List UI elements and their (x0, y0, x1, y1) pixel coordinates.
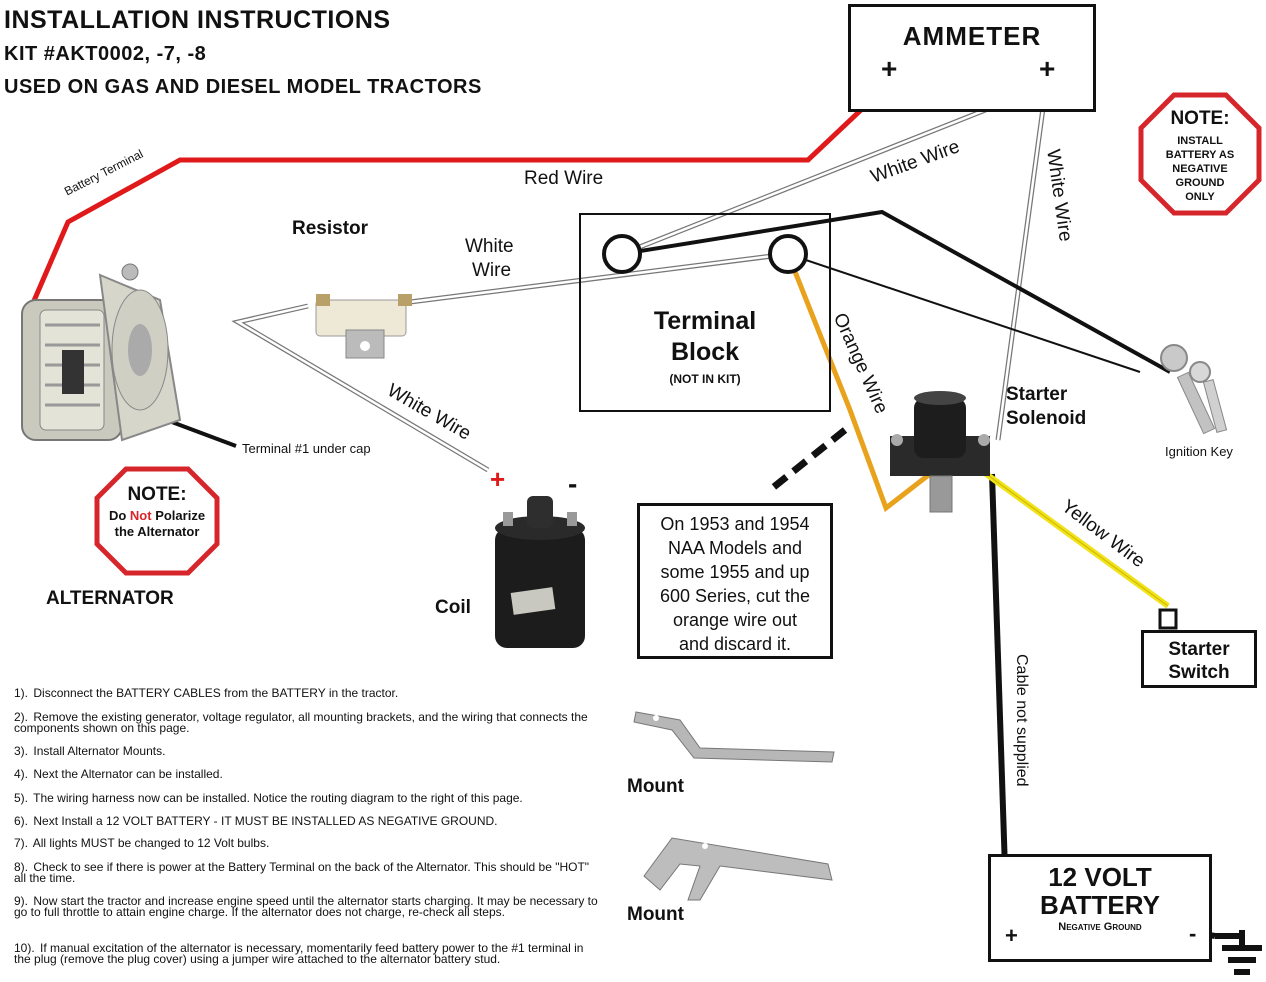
cable-not-supplied-label: Cable not supplied (1013, 654, 1030, 787)
starter-switch-terminal (1158, 608, 1178, 630)
terminal-post-left (602, 234, 642, 274)
step-3: 3). Install Alternator Mounts. (14, 744, 166, 758)
coil-plus: + (490, 464, 506, 494)
mount-label-2: Mount (627, 904, 684, 925)
starter-solenoid-label-1: Starter (1006, 384, 1068, 405)
step-6: 6). Next Install a 12 VOLT BATTERY - IT … (14, 814, 498, 828)
battery-ground-label: Negative Ground (1058, 921, 1142, 933)
step-4: 4). Next the Alternator can be installed… (14, 767, 223, 781)
ammeter-plus-right: + (1039, 53, 1056, 84)
step-7: 7). All lights MUST be changed to 12 Vol… (14, 836, 270, 850)
battery-note-body: INSTALL BATTERY AS NEGATIVE GROUND ONLY (1165, 135, 1235, 203)
starter-solenoid-label-2: Solenoid (1006, 408, 1087, 429)
red-wire (27, 90, 882, 311)
ammeter-box: AMMETER + + (848, 4, 1096, 112)
orange-wire-note: On 1953 and 1954 NAA Models and some 195… (637, 503, 833, 659)
alternator-note-title: NOTE: (127, 484, 187, 505)
kit-number: KIT #AKT0002, -7, -8 (4, 43, 207, 65)
terminal-block-box (579, 213, 831, 412)
alternator-image (21, 263, 182, 442)
white-wires (231, 83, 1049, 473)
alternator-note: NOTE: Do Not Polarize the Alternator (94, 466, 220, 576)
battery-plus: + (1005, 923, 1018, 948)
terminal-block-label: Terminal Block (653, 307, 757, 366)
coil-label: Coil (435, 597, 471, 618)
step-5: 5). The wiring harness now can be instal… (14, 791, 523, 805)
resistor-image (315, 294, 412, 359)
battery-label: 12 VOLT BATTERY (1040, 862, 1160, 920)
step-10: 10). If manual excitation of the alterna… (14, 941, 584, 966)
white-wire-resistor-label-2: Wire (472, 260, 512, 281)
alternator-note-line2: the Alternator (114, 524, 200, 539)
battery-note: NOTE: INSTALL BATTERY AS NEGATIVE GROUND… (1138, 92, 1262, 216)
step-1: 1). Disconnect the BATTERY CABLES from t… (14, 686, 399, 700)
step-8: 8). Check to see if there is power at th… (14, 860, 590, 885)
terminal-post-right (768, 234, 808, 274)
battery-note-title: NOTE: (1170, 108, 1230, 129)
solenoid-image (890, 391, 990, 513)
note-octagon-shape (94, 466, 220, 576)
white-wire-resistor-label-1: White (465, 236, 514, 257)
usage-line: USED ON GAS AND DIESEL MODEL TRACTORS (4, 76, 482, 98)
battery-minus: - (1189, 921, 1197, 946)
coil-minus: - (568, 468, 578, 499)
alternator-label: ALTERNATOR (46, 588, 174, 609)
red-wire-label: Red Wire (524, 168, 604, 189)
starter-switch-box: Starter Switch (1141, 630, 1257, 688)
cut-marker (767, 427, 848, 493)
resistor-label: Resistor (292, 218, 369, 239)
page-title: INSTALLATION INSTRUCTIONS (4, 6, 391, 34)
orange-wire (785, 253, 937, 513)
terminal-cap-label: Terminal #1 under cap (242, 441, 371, 456)
step-2: 2). Remove the existing generator, volta… (14, 710, 588, 735)
ground-symbol (1215, 930, 1262, 975)
step-9: 9). Now start the tractor and increase e… (14, 894, 598, 919)
mount-2-image (643, 837, 833, 901)
mount-1-image (633, 711, 835, 763)
ammeter-label: AMMETER (902, 21, 1042, 51)
terminal-block-note: (NOT IN KIT) (669, 372, 741, 386)
alternator-note-line1: Do Not Polarize (108, 508, 206, 523)
ignition-key-image (1160, 344, 1228, 435)
mount-label-1: Mount (627, 776, 684, 797)
ammeter-plus-left: + (881, 53, 898, 84)
coil-image (495, 496, 585, 648)
note-octagon-shape (1138, 92, 1262, 216)
battery-box: 12 VOLT BATTERY Negative Ground + - (988, 854, 1212, 962)
ignition-key-label: Ignition Key (1165, 444, 1233, 459)
